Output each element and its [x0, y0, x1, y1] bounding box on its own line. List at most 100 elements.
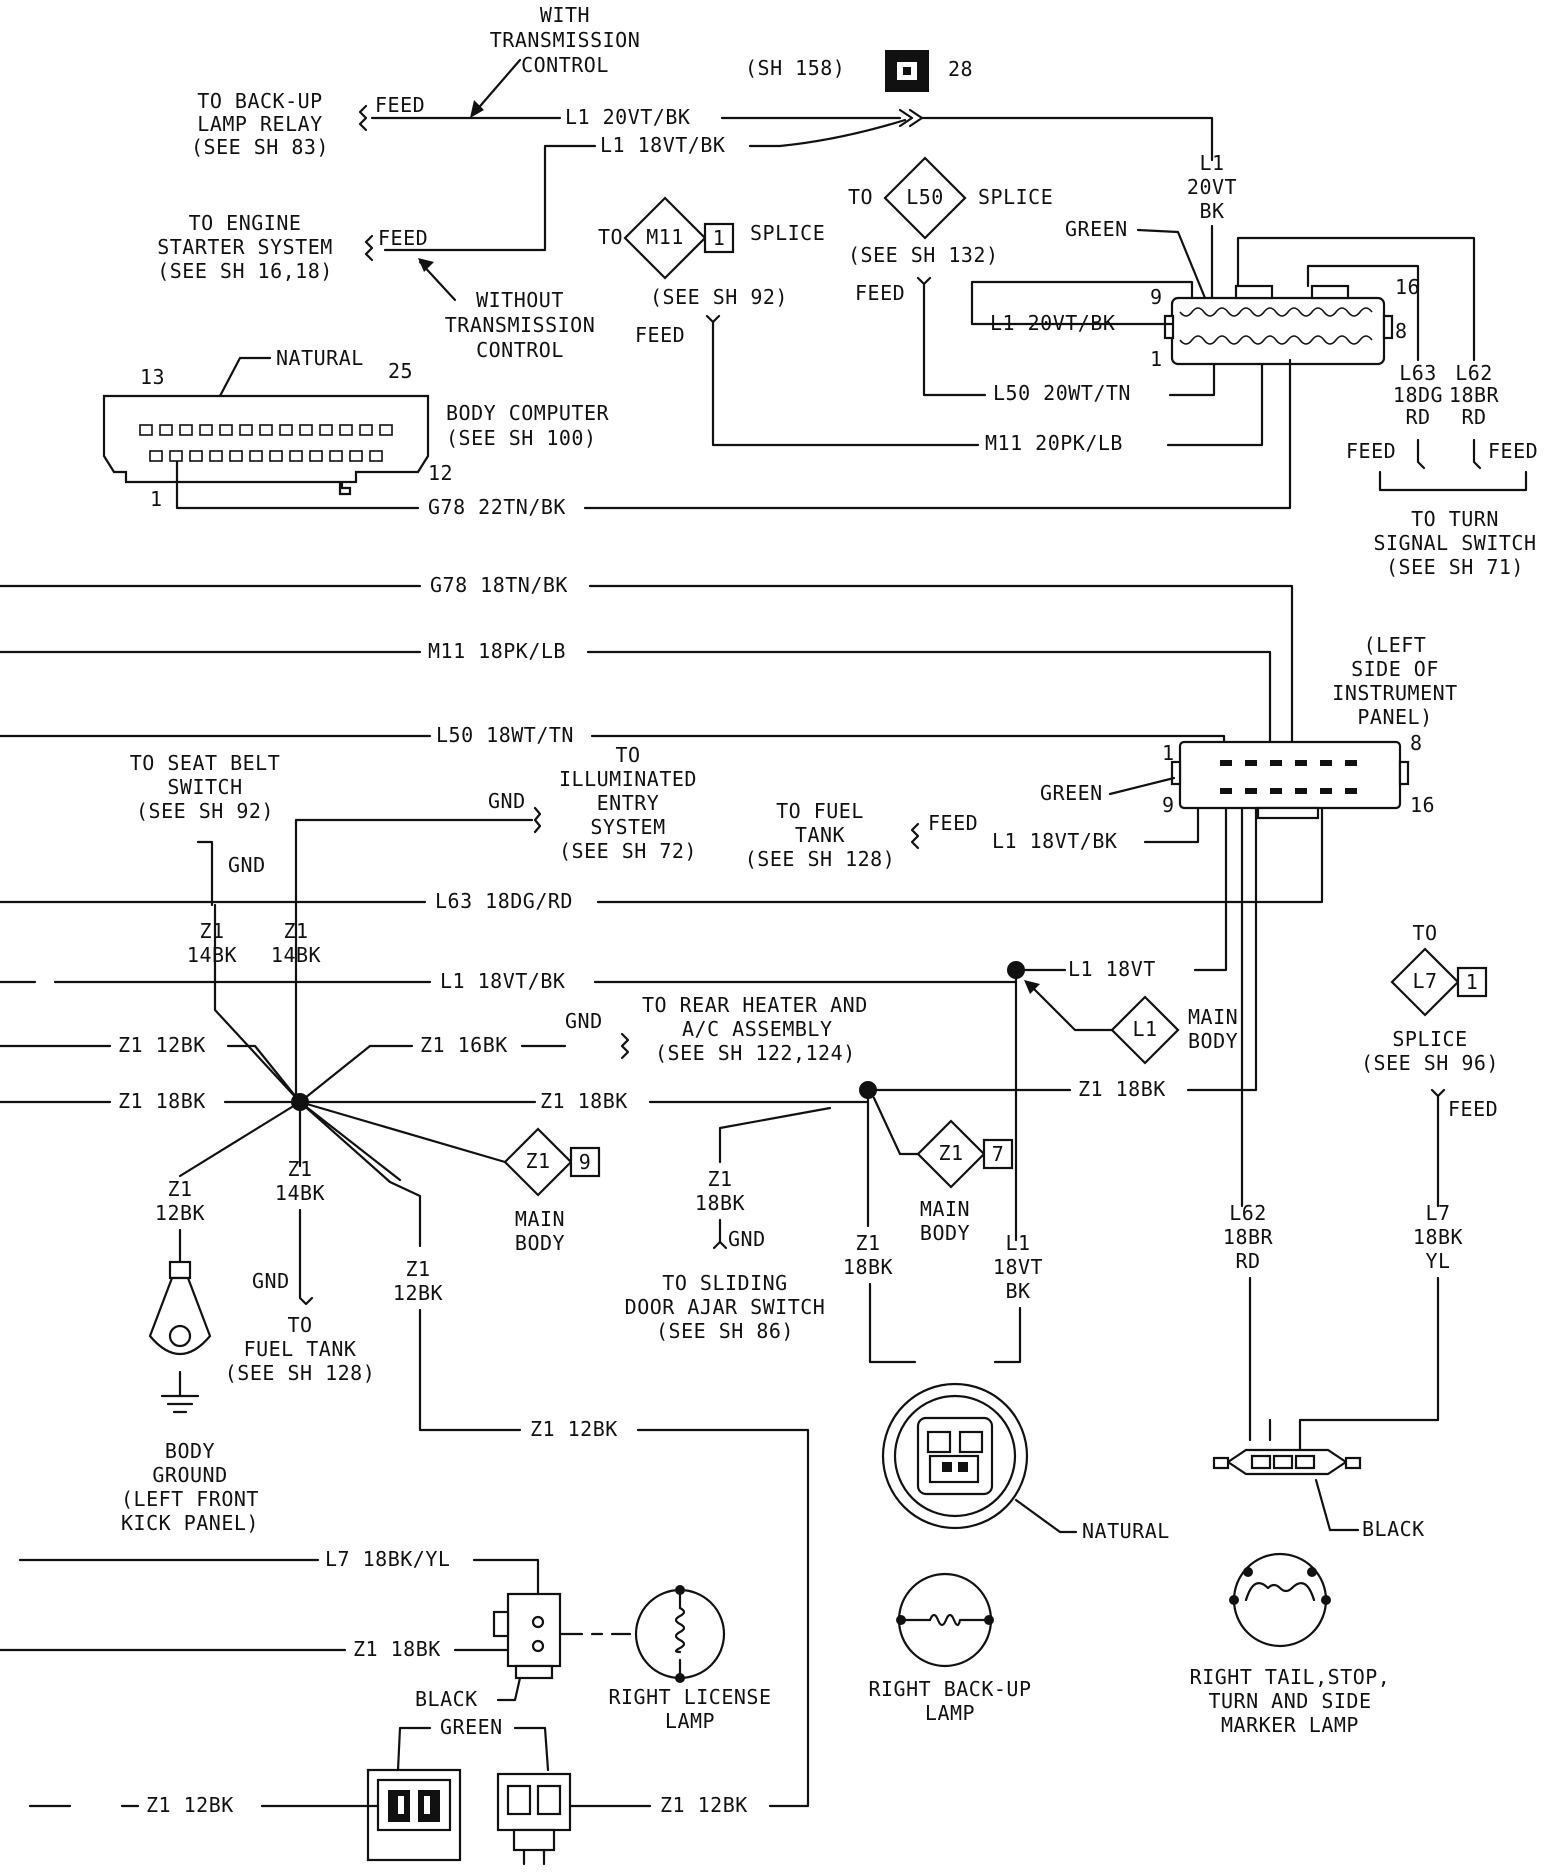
l1-18vt-bk-line3: BK: [1005, 1279, 1030, 1303]
splice-z1-7-label: Z1: [938, 1141, 963, 1165]
arrow-icon: [418, 258, 434, 272]
wire-l7-18bkyl: L7 18BK/YL: [325, 1547, 450, 1571]
l62-lower-line1: L62: [1229, 1201, 1267, 1225]
feed-label-l62: FEED: [1488, 439, 1538, 463]
wire-l63-18dgrd: L63 18DG/RD: [435, 889, 573, 913]
l1-20vt-bk-line1: L1: [1199, 151, 1224, 175]
gnd-label-door: GND: [728, 1227, 766, 1251]
illuminated-entry-line3: ENTRY: [597, 791, 660, 815]
body-computer-pin-1: 1: [150, 487, 163, 511]
instrument-panel-line4: PANEL): [1357, 705, 1432, 729]
feed-label-l7: FEED: [1448, 1097, 1498, 1121]
bottom-right-connector: [496, 1772, 572, 1866]
l7-line2: 18BK: [1413, 1225, 1463, 1249]
main-body-7-line2: BODY: [920, 1221, 970, 1245]
splice-m11-label: M11: [646, 225, 684, 249]
splice-l50-to: TO: [848, 185, 873, 209]
body-computer-line2: (SEE SH 100): [446, 426, 597, 450]
rear-heater-line1: TO REAR HEATER AND: [642, 993, 868, 1017]
gnd-label-illuminated: GND: [488, 789, 526, 813]
l63-upper-line2: 18DG: [1393, 383, 1443, 407]
splice-l50-splice-label: SPLICE: [978, 185, 1053, 209]
backup-lamp-bulb-icon: [896, 1572, 994, 1668]
middle-section: G78 18TN/BK M11 18PK/LB L50 18WT/TN (LEF…: [0, 573, 1498, 1808]
lower-conn-pin-9: 9: [1162, 793, 1175, 817]
body-ground-line2: GROUND: [152, 1463, 227, 1487]
feed-break-icon: [364, 234, 374, 262]
backup-relay-line1: TO BACK-UP: [197, 89, 322, 113]
wire-z1-12bk-bottom-left: Z1 12BK: [146, 1793, 234, 1817]
z1-14bk-a-line2: 14BK: [187, 943, 237, 967]
l63-upper-line3: RD: [1405, 405, 1430, 429]
splice-m11-to: TO: [598, 225, 623, 249]
instrument-panel-line1: (LEFT: [1364, 633, 1427, 657]
splice-l50-sheet-ref: (SEE SH 132): [848, 243, 999, 267]
splice-l1-label: L1: [1132, 1017, 1157, 1041]
z1-12bk-ground-line2: 12BK: [155, 1201, 205, 1225]
upper-conn-pin-1: 1: [1150, 347, 1163, 371]
main-body-l1-line1: MAIN: [1188, 1005, 1238, 1029]
body-ground-line3: (LEFT FRONT: [121, 1487, 259, 1511]
seat-belt-line1: TO SEAT BELT: [130, 751, 281, 775]
main-body-7-line1: MAIN: [920, 1197, 970, 1221]
body-computer-pin-13: 13: [140, 365, 165, 389]
wire-z1-18bk-left: Z1 18BK: [118, 1089, 206, 1113]
l62-upper-line2: 18BR: [1449, 383, 1500, 407]
splice-l7-splice-label: SPLICE: [1392, 1027, 1467, 1051]
rear-heater-line2: A/C ASSEMBLY: [682, 1017, 833, 1041]
black-label-tail: BLACK: [1362, 1517, 1425, 1541]
lower-conn-pin-1: 1: [1162, 741, 1175, 765]
without-transmission-line2: TRANSMISSION: [445, 313, 596, 337]
wire-z1-18bk-license: Z1 18BK: [353, 1637, 441, 1661]
main-body-9-line1: MAIN: [515, 1207, 565, 1231]
l62-upper-line3: RD: [1461, 405, 1486, 429]
backup-lamp-connector: [881, 1382, 1029, 1530]
backup-relay-line2: LAMP RELAY: [197, 112, 322, 136]
wire-z1-18bk-right: Z1 18BK: [1078, 1077, 1166, 1101]
l1-20vt-bk-line3: BK: [1199, 199, 1224, 223]
with-transmission-line2: TRANSMISSION: [490, 28, 641, 52]
wire-l50-18wttn: L50 18WT/TN: [436, 723, 574, 747]
upper-conn-pin-9: 9: [1150, 285, 1163, 309]
turn-signal-line3: (SEE SH 71): [1386, 555, 1524, 579]
wire-z1-18bk-center: Z1 18BK: [540, 1089, 628, 1113]
tail-lamp-line2: TURN AND SIDE: [1208, 1689, 1371, 1713]
splice-z1-7-pin: 7: [992, 1142, 1005, 1166]
wire-l1-18vtbk-top: L1 18VT/BK: [600, 133, 725, 157]
illuminated-entry-line5: (SEE SH 72): [559, 839, 697, 863]
splice-z1-9-pin: 9: [579, 1150, 592, 1174]
license-lamp-bulb-icon: [634, 1585, 726, 1683]
upper-conn-pin-16: 16: [1395, 275, 1420, 299]
z1-18bk-backup-line1: Z1: [855, 1231, 880, 1255]
bottom-section: L7 18BK/YL Z1 18BK BLACK RIGHT LICENSE L…: [0, 1547, 1390, 1866]
sliding-door-line1: TO SLIDING: [662, 1271, 787, 1295]
without-transmission-line1: WITHOUT: [476, 288, 564, 312]
backup-relay-line3: (SEE SH 83): [191, 135, 329, 159]
backup-lamp-line1: RIGHT BACK-UP: [868, 1677, 1031, 1701]
wire-z1-12bk-bottom-right: Z1 12BK: [660, 1793, 748, 1817]
sheet-158-ref: (SH 158): [745, 56, 845, 80]
z1-12bk-ground-line1: Z1: [167, 1177, 192, 1201]
z1-14bk-fuel-line2: 14BK: [275, 1181, 325, 1205]
main-body-l1-line2: BODY: [1188, 1029, 1238, 1053]
connector-28-label: 28: [948, 57, 973, 81]
gnd-label-seat-belt: GND: [228, 853, 266, 877]
wire-z1-12bk-license: Z1 12BK: [530, 1417, 618, 1441]
top-section: WITH TRANSMISSION CONTROL (SH 158) 28 TO…: [102, 3, 1538, 579]
body-ground-line1: BODY: [165, 1439, 215, 1463]
main-body-9-line2: BODY: [515, 1231, 565, 1255]
engine-starter-line2: STARTER SYSTEM: [157, 235, 333, 259]
l1-18vt-bk-line1: L1: [1005, 1231, 1030, 1255]
wire-l1-20vtbk-connector: L1 20VT/BK: [990, 311, 1115, 335]
feed-label-1: FEED: [375, 93, 425, 117]
junction-l1-dot: [1007, 961, 1025, 979]
wire-l1-18vt: L1 18VT: [1068, 957, 1156, 981]
illuminated-entry-line4: SYSTEM: [590, 815, 665, 839]
wire-m11-18pklb: M11 18PK/LB: [428, 639, 566, 663]
l62-upper-line1: L62: [1455, 361, 1493, 385]
l7-line1: L7: [1425, 1201, 1450, 1225]
fuel-tank-gnd-line2: FUEL TANK: [244, 1337, 357, 1361]
illuminated-entry-line2: ILLUMINATED: [559, 767, 697, 791]
lower-conn-pin-8: 8: [1410, 731, 1423, 755]
